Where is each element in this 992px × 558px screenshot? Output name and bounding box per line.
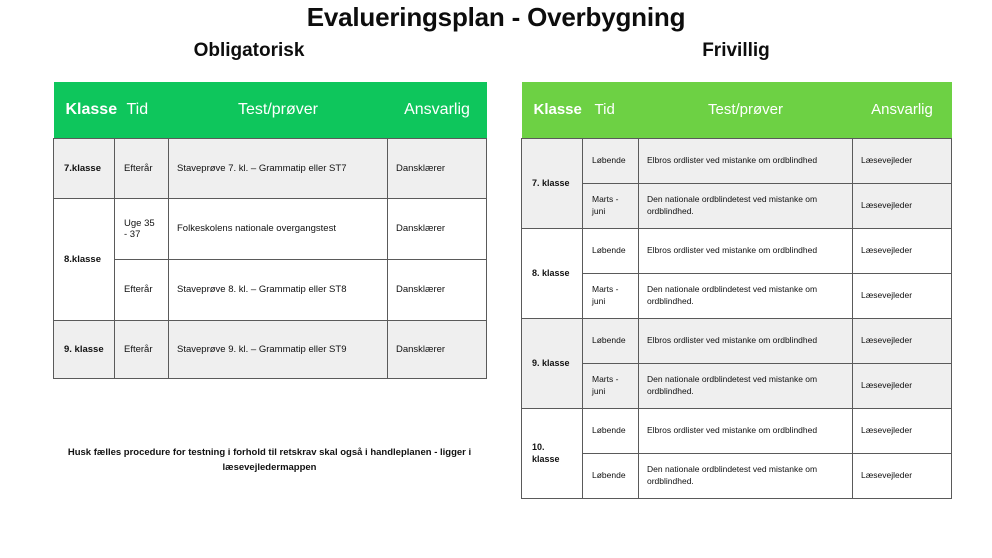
cell-test: Folkeskolens nationale overgangstest — [168, 197, 388, 260]
cell-test: Elbros ordlister ved mistanke om ordblin… — [638, 407, 853, 454]
table-row: Marts - juni Den nationale ordblindetest… — [521, 272, 952, 319]
cell-ansvarlig: Læsevejleder — [852, 182, 952, 229]
cell-ansvarlig: Læsevejleder — [852, 407, 952, 454]
cell-ansvarlig: Læsevejleder — [852, 272, 952, 319]
table-frivillig: Klasse Tid Test/prøver Ansvarlig 7. klas… — [521, 82, 952, 499]
cell-klasse: 9. klasse — [521, 317, 583, 409]
cell-tid: Løbende — [582, 407, 639, 454]
cell-tid: Løbende — [582, 317, 639, 364]
section-subtitle-frivillig: Frivillig — [702, 40, 770, 61]
cell-tid: Efterår — [114, 319, 169, 379]
cell-test: Elbros ordlister ved mistanke om ordblin… — [638, 227, 853, 274]
cell-ansvarlig: Læsevejleder — [852, 362, 952, 409]
cell-klasse: 10. klasse — [521, 407, 583, 499]
table-obligatorisk-header: Klasse Tid Test/prøver Ansvarlig — [53, 82, 487, 138]
table-row: 9. klasse Efterår Staveprøve 9. kl. – Gr… — [53, 319, 487, 379]
footnote-text: Husk fælles procedure for testning i for… — [67, 447, 472, 473]
cell-tid: Uge 35 - 37 — [114, 197, 169, 260]
cell-test: Elbros ordlister ved mistanke om ordblin… — [638, 137, 853, 184]
section-subtitle-obligatorisk: Obligatorisk — [193, 40, 305, 61]
table-row: Marts - juni Den nationale ordblindetest… — [521, 362, 952, 409]
cell-klasse: 7. klasse — [521, 137, 583, 229]
cell-test: Staveprøve 7. kl. – Grammatip eller ST7 — [168, 137, 388, 199]
cell-ansvarlig: Læsevejleder — [852, 452, 952, 499]
header-row: Klasse Tid Test/prøver Ansvarlig — [53, 82, 487, 138]
cell-test: Staveprøve 9. kl. – Grammatip eller ST9 — [168, 319, 388, 379]
table-row: 7.klasse Efterår Staveprøve 7. kl. – Gra… — [53, 137, 487, 199]
cell-ansvarlig: Dansklærer — [387, 137, 487, 199]
cell-klasse: 9. klasse — [53, 319, 115, 379]
table-row: 9. klasse Løbende Elbros ordlister ved m… — [521, 317, 952, 409]
column-header-ansvarlig: Ansvarlig — [387, 82, 487, 138]
column-header-ansvarlig: Ansvarlig — [852, 82, 952, 138]
cell-klasse: 8.klasse — [53, 197, 115, 321]
cell-tid: Efterår — [114, 258, 169, 321]
cell-test: Staveprøve 8. kl. – Grammatip eller ST8 — [168, 258, 388, 321]
column-header-klasse: Klasse — [521, 82, 583, 138]
table-row: Marts - juni Den nationale ordblindetest… — [521, 182, 952, 229]
cell-ansvarlig: Læsevejleder — [852, 317, 952, 364]
table-obligatorisk-body: 7.klasse Efterår Staveprøve 7. kl. – Gra… — [53, 137, 487, 379]
cell-test: Den nationale ordblindetest ved mistanke… — [638, 362, 853, 409]
table-row: Efterår Staveprøve 8. kl. – Grammatip el… — [53, 258, 487, 321]
table-frivillig-header: Klasse Tid Test/prøver Ansvarlig — [521, 82, 952, 138]
cell-ansvarlig: Læsevejleder — [852, 227, 952, 274]
cell-tid: Marts - juni — [582, 362, 639, 409]
cell-tid: Løbende — [582, 452, 639, 499]
table-row: 8. klasse Løbende Elbros ordlister ved m… — [521, 227, 952, 319]
cell-test: Elbros ordlister ved mistanke om ordblin… — [638, 317, 853, 364]
cell-tid: Løbende — [582, 137, 639, 184]
cell-ansvarlig: Læsevejleder — [852, 137, 952, 184]
cell-ansvarlig: Dansklærer — [387, 258, 487, 321]
column-header-tid: Tid — [114, 82, 169, 138]
table-row: Løbende Den nationale ordblindetest ved … — [521, 452, 952, 499]
header-row: Klasse Tid Test/prøver Ansvarlig — [521, 82, 952, 138]
cell-test: Den nationale ordblindetest ved mistanke… — [638, 452, 853, 499]
cell-test: Den nationale ordblindetest ved mistanke… — [638, 272, 853, 319]
column-header-tid: Tid — [582, 82, 639, 138]
table-obligatorisk: Klasse Tid Test/prøver Ansvarlig 7.klass… — [53, 82, 487, 379]
column-header-test: Test/prøver — [638, 82, 853, 138]
cell-klasse: 8. klasse — [521, 227, 583, 319]
cell-tid: Løbende — [582, 227, 639, 274]
cell-ansvarlig: Dansklærer — [387, 319, 487, 379]
table-frivillig-body: 7. klasse Løbende Elbros ordlister ved m… — [521, 137, 952, 499]
table-row: 10. klasse Løbende Elbros ordlister ved … — [521, 407, 952, 499]
cell-klasse: 7.klasse — [53, 137, 115, 199]
column-header-klasse: Klasse — [53, 82, 117, 138]
column-header-test: Test/prøver — [168, 82, 388, 138]
cell-tid: Marts - juni — [582, 182, 639, 229]
cell-test: Den nationale ordblindetest ved mistanke… — [638, 182, 853, 229]
table-row: 7. klasse Løbende Elbros ordlister ved m… — [521, 137, 952, 229]
cell-tid: Efterår — [114, 137, 169, 199]
page-title: Evalueringsplan - Overbygning — [306, 2, 686, 32]
cell-tid: Marts - juni — [582, 272, 639, 319]
table-row: 8.klasse Uge 35 - 37 Folkeskolens nation… — [53, 197, 487, 321]
cell-ansvarlig: Dansklærer — [387, 197, 487, 260]
